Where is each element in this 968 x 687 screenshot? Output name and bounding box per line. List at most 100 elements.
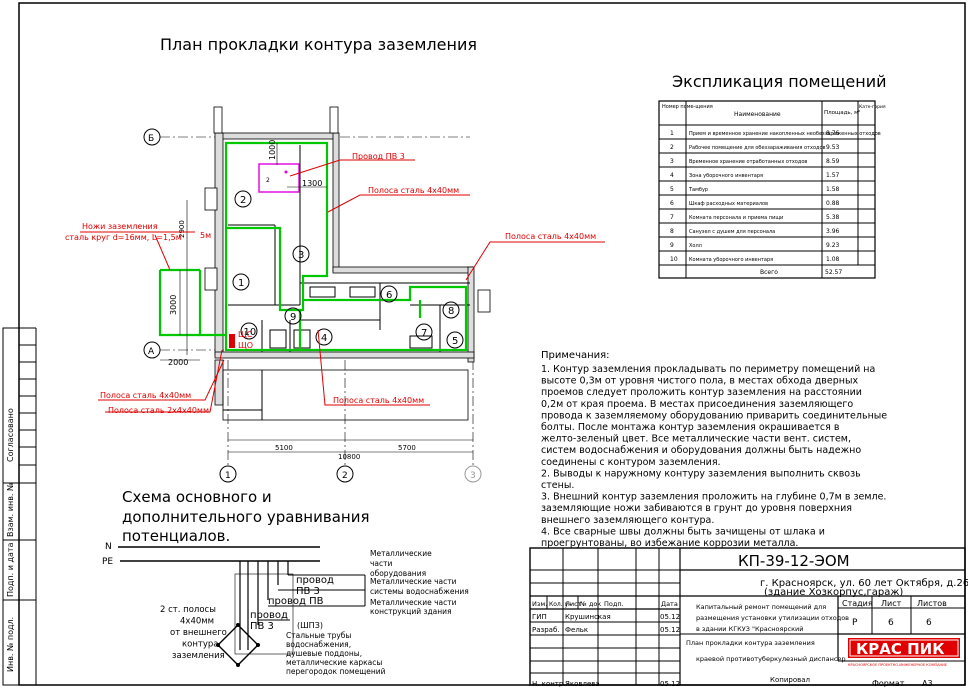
stamp-date: 05.12 bbox=[660, 680, 680, 687]
note-line: проегрунтованы, во избежание коррозии ме… bbox=[541, 538, 798, 549]
col-date: Дата bbox=[661, 600, 678, 608]
room-marker bbox=[415, 323, 433, 341]
stamp-name: Крушинская bbox=[565, 613, 611, 621]
note-line: стены. bbox=[541, 480, 574, 491]
company-logo: КРАС ПИК КРАСНОЯРСКОЕ ПРОЕКТНО-ИНЖЕНЕРНО… bbox=[848, 638, 960, 667]
stage-head: Стадия bbox=[842, 599, 873, 608]
side-soglas: Согласовано bbox=[6, 408, 15, 462]
room-marker bbox=[234, 190, 252, 208]
room-marker bbox=[284, 307, 302, 325]
room-marker bbox=[232, 273, 250, 291]
scheme-n: N bbox=[105, 542, 112, 552]
scheme-m2-1: системы водоснабжения bbox=[370, 587, 469, 596]
scheme-pipes-line: Стальные трубы bbox=[286, 631, 351, 640]
exp-row-name: Тамбур bbox=[688, 187, 708, 193]
stamp-name: Яковлева bbox=[565, 680, 600, 687]
explication-title: Экспликация помещений bbox=[672, 72, 887, 91]
col-podp: Подп. bbox=[604, 600, 624, 608]
room-number: 6 bbox=[386, 290, 392, 301]
sheets-value: 6 bbox=[926, 618, 932, 628]
scheme-title-3: потенциалов. bbox=[122, 527, 230, 545]
label-provod: Провод ПВ 3 bbox=[352, 152, 405, 161]
scheme-m3-0: Металлические части bbox=[370, 598, 457, 607]
col-izm: Изм. bbox=[532, 600, 547, 608]
axis-3: 3 bbox=[470, 471, 476, 481]
stamp-project-2: размещения установки утилизации отходов bbox=[696, 614, 849, 622]
equipment-box bbox=[258, 163, 300, 193]
title-block: КП-39-12-ЭОМ г. Красноярск, ул. 60 лет О… bbox=[529, 547, 968, 687]
plan-title: План прокладки контура заземления bbox=[160, 35, 477, 54]
col-list: Лист bbox=[565, 600, 582, 608]
shc2-label: ЩО bbox=[238, 341, 253, 350]
dim-1300: 1300 bbox=[302, 179, 322, 188]
stamp-sheet-1: План прокладки контура заземления bbox=[686, 639, 815, 647]
equipment-label: 2 bbox=[266, 177, 270, 184]
stamp-date: 05.12 bbox=[660, 613, 680, 621]
stamp-date: 05.12 bbox=[660, 626, 680, 634]
col-ndok: № док bbox=[579, 600, 601, 608]
dim-2900: 2900 bbox=[178, 220, 186, 238]
scheme-m2-0: Металлические части bbox=[370, 577, 457, 586]
scheme-ext-line: от внешнего bbox=[170, 628, 227, 638]
exp-row-name: Рабочее помещение для обеззараживания от… bbox=[689, 145, 826, 151]
note-line: высоте 0,3м от уровня чистого пола, в ме… bbox=[541, 376, 858, 387]
label-polosa4: Полоса сталь 4х40мм bbox=[333, 396, 424, 405]
stamp-role: Разраб. bbox=[532, 626, 560, 634]
note-line: заземляющие ножи забиваются в грунт до у… bbox=[541, 503, 852, 514]
exp-h-name: Наименование bbox=[734, 111, 781, 118]
exp-row-name: Комната персонала и приема пищи bbox=[689, 215, 783, 221]
room-number: 7 bbox=[421, 328, 427, 339]
exp-row-num: 2 bbox=[670, 144, 674, 151]
scheme-pipes-line: перегородок помещений bbox=[286, 667, 386, 676]
note-line: 4. Все сварные швы должны быть зачищены … bbox=[541, 526, 825, 537]
scheme-pe: PE bbox=[102, 557, 113, 567]
exp-row-name: Комната уборочного инвентаря bbox=[689, 257, 773, 263]
logo-text: КРАС ПИК bbox=[856, 640, 945, 658]
dim-5100: 5100 bbox=[275, 444, 293, 452]
scheme-ext-line: контура bbox=[182, 640, 218, 650]
scheme-title-1: Схема основного и bbox=[122, 488, 272, 506]
floor-plan: Б А 1 2 3 bbox=[65, 106, 605, 483]
label-nozhi2: сталь круг d=16мм, L=1,5м bbox=[65, 233, 182, 242]
note-line: соединены с контуром заземления. bbox=[541, 457, 721, 468]
stamp-address-1: г. Красноярск, ул. 60 лет Октября, д.26 bbox=[760, 578, 968, 589]
exp-row-num: 5 bbox=[670, 186, 674, 193]
dim-5m: 5м bbox=[200, 231, 211, 240]
scheme-pv3-0: провод bbox=[250, 610, 288, 621]
stamp-role: ГИП bbox=[532, 613, 547, 621]
room-number: 1 bbox=[238, 278, 244, 289]
exp-row-area: 9.23 bbox=[826, 242, 840, 249]
stamp-name: Фельк bbox=[565, 626, 588, 634]
label-polosa2: Полоса сталь 4х40мм bbox=[505, 232, 596, 241]
note-line: 0,2м от края проема. В местах присоедине… bbox=[541, 399, 853, 410]
exp-row-name: Прием и временное хранение накопленных н… bbox=[689, 131, 881, 137]
note-line: 2. Выводы к наружному контуру заземления… bbox=[541, 468, 861, 479]
exp-total-label: Всего bbox=[760, 269, 778, 276]
label-nozhi1: Ножи заземления bbox=[82, 222, 158, 231]
sheet-value: 6 bbox=[888, 618, 894, 628]
note-line: 1. Контур заземления прокладывать по пер… bbox=[541, 364, 875, 375]
explication-table: Номер поме-щения Наименование Площадь, м… bbox=[658, 100, 886, 279]
exp-h-num: Номер поме-щения bbox=[662, 104, 713, 110]
exp-row-area: 9.53 bbox=[826, 144, 840, 151]
room-number: 4 bbox=[321, 333, 327, 344]
exp-row-area: 1.08 bbox=[826, 256, 840, 263]
exp-row-num: 4 bbox=[670, 172, 674, 179]
dim-1000: 1000 bbox=[268, 140, 277, 160]
stamp-code: КП-39-12-ЭОМ bbox=[738, 552, 850, 570]
axis-2: 2 bbox=[342, 471, 348, 481]
scheme-m1-0: Металлические bbox=[370, 549, 432, 558]
scheme-shpz: (ШПЗ) bbox=[297, 621, 323, 630]
scheme-title-2: дополнительного уравнивания bbox=[122, 508, 369, 526]
room-number: 10 bbox=[244, 327, 257, 338]
exp-row-num: 8 bbox=[670, 228, 674, 235]
stamp-project-3: в здании КГКУЗ "Красноярский bbox=[696, 625, 803, 633]
side-inv: Инв. № подл. bbox=[6, 617, 15, 672]
room-number: 9 bbox=[290, 312, 296, 323]
logo-sub: КРАСНОЯРСКОЕ ПРОЕКТНО-ИНЖЕНЕРНОЕ КОМПАНИ… bbox=[848, 663, 947, 667]
exp-row-name: Шкаф расходных материалов bbox=[689, 201, 768, 207]
side-vzam: Взам. инв. № bbox=[6, 482, 15, 537]
room-marker bbox=[442, 301, 460, 319]
exp-row-num: 10 bbox=[670, 256, 678, 263]
